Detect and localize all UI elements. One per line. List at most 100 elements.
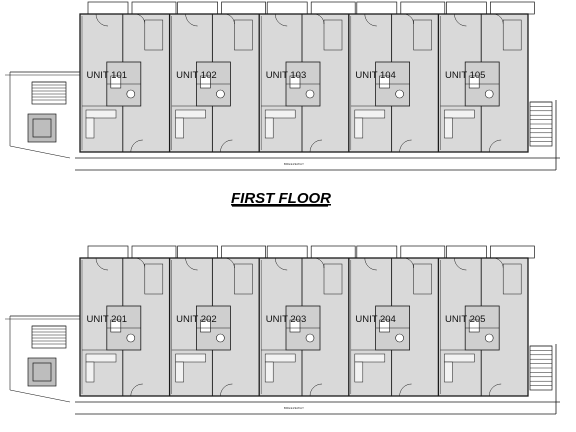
balcony <box>87 1 129 15</box>
stair-landing <box>27 357 57 387</box>
stair-landing <box>27 113 57 143</box>
toilet <box>110 75 122 89</box>
walkway-edge <box>9 145 71 159</box>
door-swing <box>454 257 467 271</box>
stair-upper <box>31 325 67 349</box>
kitchen-counter <box>264 109 296 119</box>
kitchen-counter <box>85 361 95 383</box>
door-swing <box>220 139 233 153</box>
unit-label: UNIT 105 <box>445 70 485 81</box>
toilet <box>289 319 301 333</box>
kitchen-counter <box>85 117 95 139</box>
floor-title-first: FIRST FLOOR <box>231 190 331 207</box>
door-swing <box>364 13 377 27</box>
kitchen-counter <box>175 117 184 139</box>
door-swing <box>95 13 109 27</box>
door-swing <box>309 139 323 153</box>
door-swing <box>274 257 288 271</box>
balcony <box>177 1 218 15</box>
closet <box>413 19 432 51</box>
closet <box>144 19 164 51</box>
balcony <box>221 245 266 259</box>
toilet <box>110 319 122 333</box>
door-swing <box>185 13 198 27</box>
balcony <box>221 1 266 15</box>
closet <box>502 263 522 295</box>
closet <box>502 19 522 51</box>
balcony <box>356 245 398 259</box>
kitchen-counter <box>354 353 386 363</box>
kitchen-counter <box>85 353 117 363</box>
balcony <box>266 245 308 259</box>
unit-label: UNIT 102 <box>176 70 216 81</box>
sink <box>305 89 315 99</box>
unit-label: UNIT 202 <box>176 314 216 325</box>
sink <box>216 333 225 343</box>
stair-upper <box>31 81 67 105</box>
door-swing <box>274 13 288 27</box>
kitchen-counter <box>175 353 206 363</box>
kitchen-counter <box>354 117 364 139</box>
closet <box>144 263 164 295</box>
sink <box>484 333 494 343</box>
toilet <box>379 319 390 333</box>
sink <box>126 89 136 99</box>
sink <box>395 333 404 343</box>
kitchen-counter <box>444 353 475 363</box>
unit-label: UNIT 103 <box>266 70 306 81</box>
closet <box>234 19 253 51</box>
balcony <box>131 245 177 259</box>
balcony <box>400 245 446 259</box>
kitchen-counter <box>354 109 386 119</box>
sink <box>126 333 136 343</box>
door-swing <box>364 257 377 271</box>
balcony <box>310 1 356 15</box>
toilet <box>468 75 480 89</box>
sink <box>305 333 315 343</box>
stair-landing-inner <box>32 362 52 382</box>
door-swing <box>309 383 323 397</box>
closet <box>413 263 432 295</box>
closet <box>234 263 253 295</box>
stair-landing-inner <box>32 118 52 138</box>
closet <box>323 263 343 295</box>
unit-label: UNIT 201 <box>87 314 127 325</box>
kitchen-counter <box>85 109 117 119</box>
sink <box>484 89 494 99</box>
door-swing <box>399 383 412 397</box>
toilet <box>289 75 301 89</box>
kitchen-counter <box>264 361 274 383</box>
walkway-edge <box>9 389 71 403</box>
door-swing <box>399 139 412 153</box>
kitchen-counter <box>175 361 184 383</box>
kitchen-counter <box>354 361 364 383</box>
door-swing <box>130 383 143 397</box>
unit-label: UNIT 205 <box>445 314 485 325</box>
door-swing <box>95 257 109 271</box>
door-swing <box>220 383 233 397</box>
balcony <box>356 1 398 15</box>
door-swing <box>488 383 502 397</box>
walkway-caption: BREEZEWAY <box>284 406 304 410</box>
sink <box>216 89 225 99</box>
kitchen-counter <box>264 117 274 139</box>
balcony <box>490 1 535 15</box>
kitchen-counter <box>264 353 296 363</box>
balcony <box>87 245 129 259</box>
balcony <box>400 1 446 15</box>
toilet <box>200 319 211 333</box>
balcony <box>131 1 177 15</box>
walkway-caption: BREEZEWAY <box>284 162 304 166</box>
balcony <box>446 1 487 15</box>
unit-label: UNIT 203 <box>266 314 306 325</box>
closet <box>323 19 343 51</box>
sink <box>395 89 404 99</box>
balcony <box>490 245 535 259</box>
toilet <box>379 75 390 89</box>
door-swing <box>185 257 198 271</box>
unit-label: UNIT 104 <box>355 70 395 81</box>
door-swing <box>454 13 467 27</box>
